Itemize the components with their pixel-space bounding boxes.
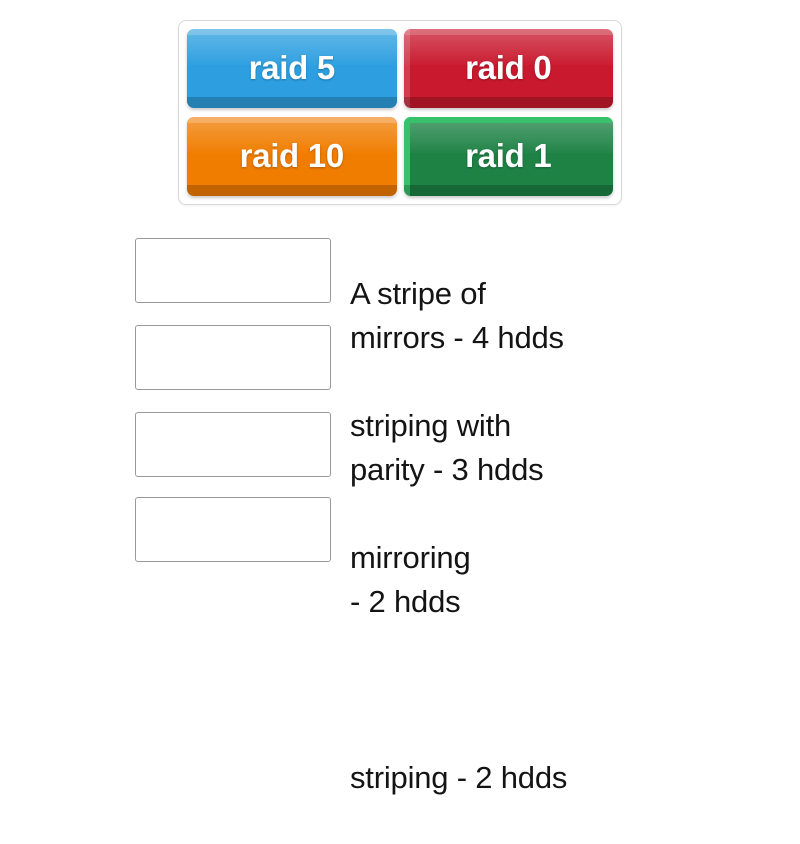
tile-grid: raid 5 raid 0 raid 10 raid 1 — [187, 29, 613, 196]
answer-text-column: A stripe of mirrors - 4 hdds striping wi… — [350, 228, 770, 844]
tile-raid-5-label: raid 5 — [248, 48, 336, 86]
tile-raid-10[interactable]: raid 10 — [187, 117, 397, 196]
tile-highlight-top — [403, 117, 613, 123]
tile-highlight-top — [187, 117, 397, 123]
drop-box-3[interactable] — [135, 412, 331, 477]
answer-text-1: A stripe of mirrors - 4 hdds — [350, 276, 564, 355]
tile-raid-0-label: raid 0 — [465, 48, 552, 86]
tile-highlight-top — [187, 29, 397, 35]
draggable-tile-tray: raid 5 raid 0 raid 10 raid 1 — [178, 20, 622, 205]
drop-box-2[interactable] — [135, 325, 331, 390]
tile-raid-5[interactable]: raid 5 — [187, 29, 397, 108]
tile-highlight-left — [403, 29, 410, 108]
text-spacer — [350, 668, 770, 712]
drop-box-1[interactable] — [135, 238, 331, 303]
drop-box-4[interactable] — [135, 497, 331, 562]
tile-raid-1-label: raid 1 — [465, 136, 552, 174]
answer-text-3: mirroring - 2 hdds — [350, 540, 471, 619]
tile-highlight-left — [403, 117, 410, 196]
tile-highlight-top — [403, 29, 613, 35]
tile-raid-1[interactable]: raid 1 — [403, 117, 613, 196]
tile-raid-10-label: raid 10 — [239, 136, 345, 174]
answer-text-2: striping with parity - 3 hdds — [350, 408, 544, 487]
tile-raid-0[interactable]: raid 0 — [403, 29, 613, 108]
answer-text-4: striping - 2 hdds — [350, 760, 568, 795]
